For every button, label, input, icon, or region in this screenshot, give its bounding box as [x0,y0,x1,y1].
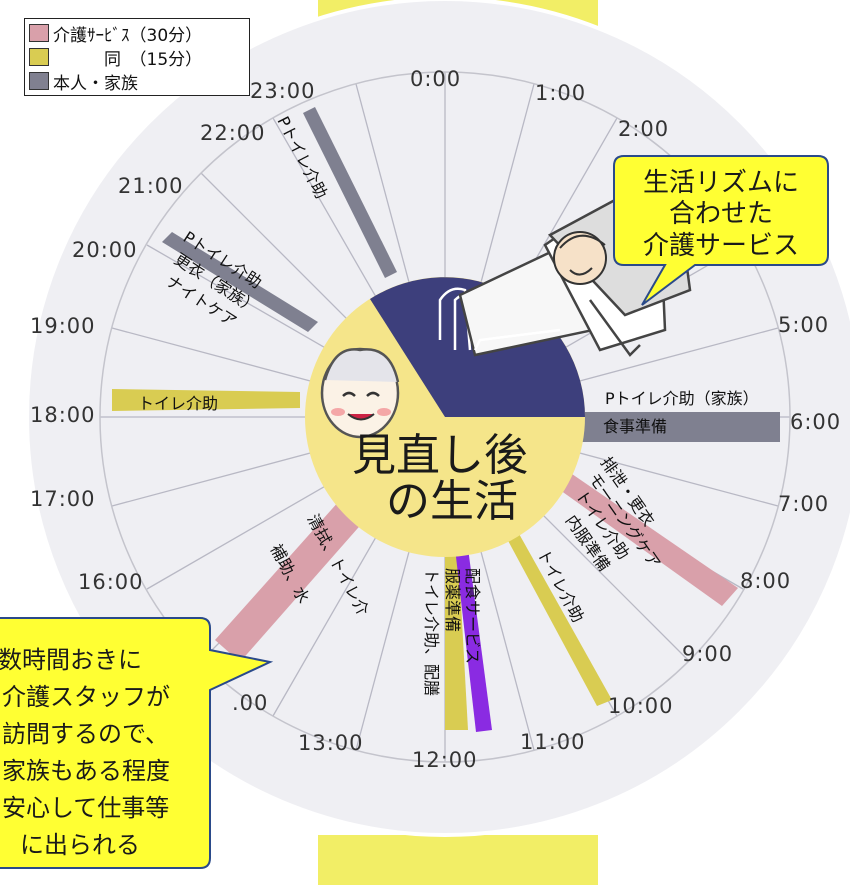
inner-ring [99,71,791,763]
hour-13: 13:00 [298,731,364,755]
wedge-8h-care30 [560,474,738,606]
legend-item-care30: 介護ｻｰﾋﾞｽ（30分） [29,21,245,46]
legend-label-care15: 同 （15分） [53,49,203,70]
hour-10: 10:00 [608,694,674,718]
legend-swatch-care15 [29,48,49,66]
hour-20: 20:00 [72,238,138,262]
label-12h-3: 配食サービス [463,568,482,664]
wedge-6h-family [580,412,780,442]
legend-item-care15: 同 （15分） [29,45,245,70]
callout-bl-line6: に出られる [20,831,140,859]
center-title-line1: 見直し後 [352,430,528,481]
label-12h-2: 服薬準備 [443,568,462,632]
legend-item-family: 本人・家族 [29,69,245,94]
hour-labels: 0:00 1:00 2:00 5:00 6:00 7:00 8:00 9:00 … [30,67,841,772]
hour-18: 18:00 [30,403,96,427]
hour-2: 2:00 [618,117,669,141]
hour-7: 7:00 [778,492,829,516]
label-6h-2: 食事準備 [603,417,667,436]
elder-face-icon [320,347,400,439]
label-18h: トイレ介助 [138,394,218,413]
callout-tr-line2: 合わせた [669,199,773,229]
callout-bl-line1: 数時間おきに [0,646,142,674]
hour-16: 16:00 [78,570,144,594]
hour-19: 19:00 [30,314,96,338]
callout-bl-line3: 訪問するので、 [2,720,169,748]
bottom-axis-band [318,835,598,885]
hour-11: 11:00 [520,730,586,754]
hour-12: 12:00 [412,748,478,772]
callout-top-right: 生活リズムに 合わせた 介護サービス [613,155,829,306]
wedge-12h-meal [455,548,492,732]
legend-label-family: 本人・家族 [53,73,138,94]
hour-21: 21:00 [118,174,184,198]
wedge-15h-care30 [215,500,365,662]
wedge-18h-care15 [112,389,300,411]
hour-22: 22:00 [200,121,266,145]
hour-23: 23:00 [250,79,316,103]
wedge-20h-family [162,232,318,332]
hour-14: .00 [232,691,268,715]
callout-bl-line4: 家族もある程度 [2,757,170,785]
hour-8: 8:00 [740,569,791,593]
hour-0: 0:00 [410,67,461,91]
hour-5: 5:00 [778,313,829,337]
callout-bl-line2: 介護スタッフが [2,683,170,711]
wedge-10h-care15 [505,532,612,706]
callout-tr-line1: 生活リズムに [643,168,799,198]
hour-1: 1:00 [535,81,586,105]
center-title-line2: の生活 [386,476,518,527]
wedge-12h-care15 [445,548,468,730]
legend-label-care30: 介護ｻｰﾋﾞｽ（30分） [53,25,203,46]
legend-swatch-care30 [29,24,49,42]
hour-9: 9:00 [682,642,733,666]
legend: 介護ｻｰﾋﾞｽ（30分） 同 （15分） 本人・家族 [24,18,250,96]
callout-bl-line5: 安心して仕事等 [2,794,169,822]
callout-tr-line3: 介護サービス [643,231,799,261]
callout-bottom-left: 数時間おきに 介護スタッフが 訪問するので、 家族もある程度 安心して仕事等 に… [0,617,274,869]
hour-6: 6:00 [790,410,841,434]
hour-17: 17:00 [30,487,96,511]
wedge-22h-family [303,107,397,278]
label-12h-1: トイレ介助、配膳 [422,568,441,696]
legend-swatch-family [29,72,49,90]
label-6h-1: Pトイレ介助（家族） [605,389,759,408]
care-wedges [112,107,780,732]
